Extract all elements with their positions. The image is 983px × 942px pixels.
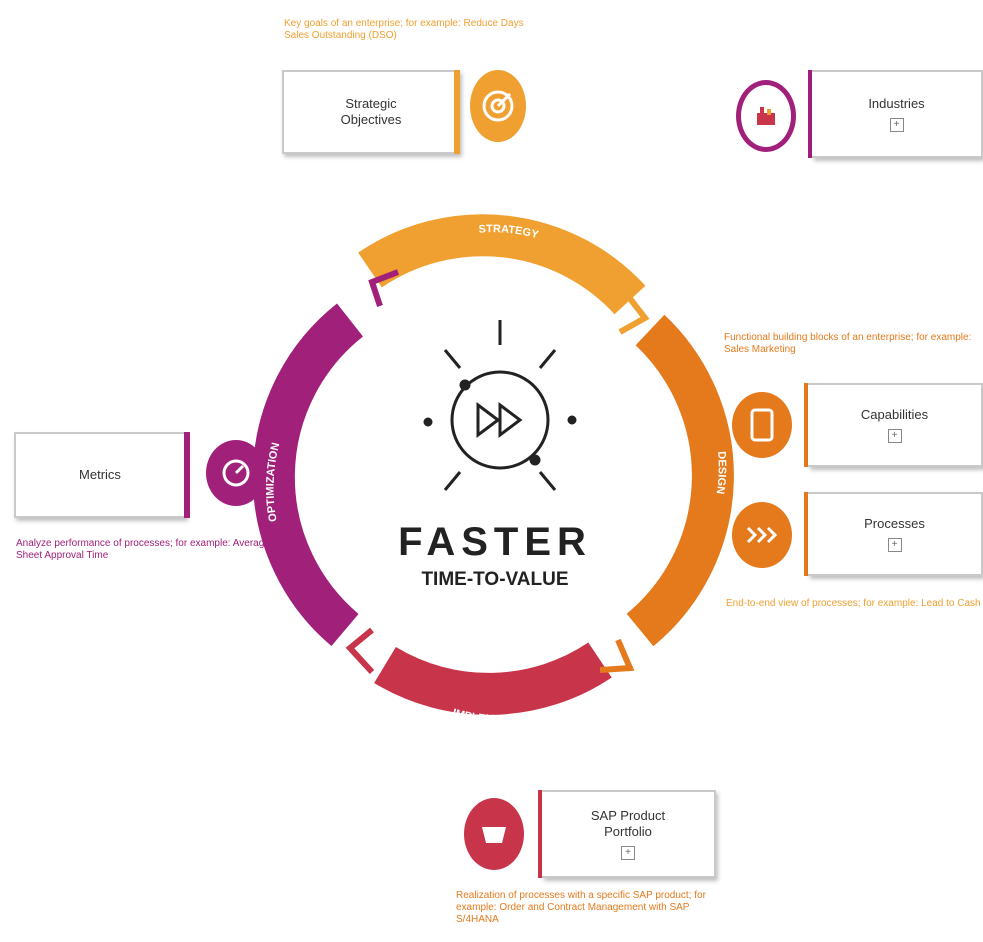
strategy-arc [358, 214, 646, 315]
chevrons-icon [732, 502, 792, 568]
processes-note: End-to-end view of processes; for exampl… [726, 598, 981, 609]
portfolio-note: Realization of processes with a specific… [456, 890, 706, 925]
target-icon [470, 70, 526, 142]
chevron-icon [599, 638, 635, 673]
industries-accent-bar [808, 70, 814, 158]
optimization-arc [252, 303, 364, 647]
faster-title: FASTER [398, 520, 592, 564]
sap-product-portfolio-card[interactable]: SAP Product Portfolio + [542, 790, 716, 878]
expand-icon[interactable]: + [887, 538, 902, 553]
industries-card[interactable]: Industries + [812, 70, 983, 158]
expand-icon[interactable]: + [621, 846, 635, 861]
chevron-icon [345, 627, 375, 675]
portfolio-line1: SAP Product [590, 807, 666, 823]
metrics-card[interactable]: Metrics [14, 432, 186, 518]
capabilities-accent-bar [804, 383, 810, 467]
implementation-arc [374, 642, 612, 715]
time-to-value-subtitle: TIME-TO-VALUE [421, 569, 569, 590]
expand-icon[interactable]: + [887, 429, 902, 444]
capabilities-card[interactable]: Capabilities + [808, 383, 983, 467]
strategic-line2: Objectives [340, 112, 402, 127]
metrics-note: Analyze performance of processes; for ex… [16, 538, 295, 561]
strategic-line1: Strategic [345, 95, 397, 111]
processes-accent-bar [804, 492, 810, 576]
capabilities-label: Capabilities [860, 406, 929, 422]
strategic-objectives-card[interactable]: Strategic Objectives [282, 70, 460, 154]
strategic-note: Key goals of an enterprise; for example:… [284, 18, 524, 41]
chevron-icon [618, 290, 650, 335]
portfolio-line2: Portfolio [604, 824, 652, 839]
tablet-icon [732, 392, 792, 458]
processes-label: Processes [864, 515, 925, 531]
design-arc [626, 314, 734, 647]
center-title: FASTER TIME-TO-VALUE [330, 520, 660, 591]
processes-card[interactable]: Processes + [808, 492, 983, 576]
metrics-label: Metrics [79, 466, 121, 482]
fast-forward-icon [423, 320, 577, 491]
box-icon [464, 798, 524, 870]
industries-label: Industries [868, 95, 925, 111]
capabilities-note: Functional building blocks of an enterpr… [724, 332, 972, 355]
strategic-accent-bar [454, 70, 460, 154]
metrics-accent-bar [184, 432, 190, 518]
portfolio-accent-bar [538, 790, 544, 878]
expand-icon[interactable]: + [889, 118, 904, 133]
gauge-icon [206, 440, 266, 506]
factory-icon [736, 80, 796, 152]
chevron-icon [368, 269, 400, 307]
design-label: DESIGN [714, 451, 728, 495]
